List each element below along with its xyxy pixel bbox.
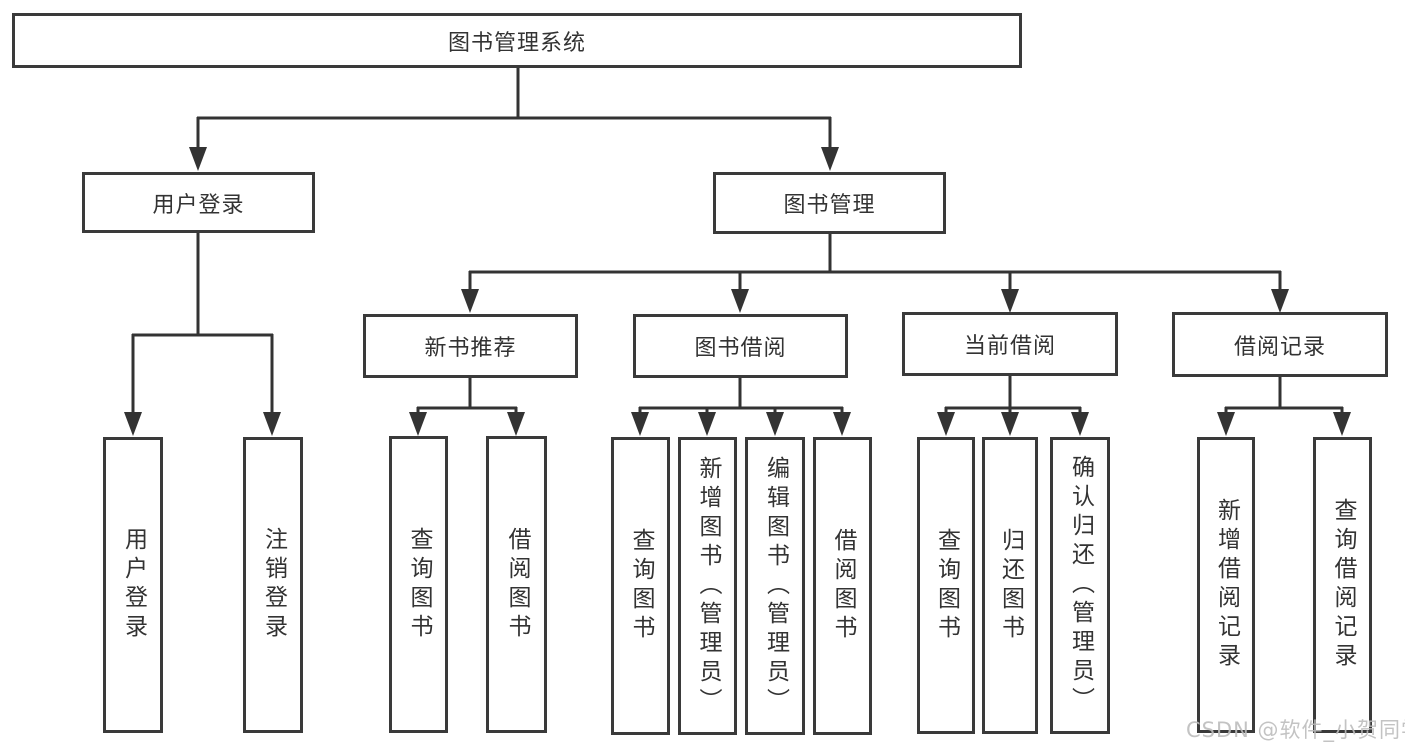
node-leaf-query-book-2: 查询图书 — [611, 437, 670, 735]
node-leaf-logout: 注销登录 — [243, 437, 303, 733]
node-book-management: 图书管理 — [713, 172, 946, 234]
leaf-label: 新增图书（管理员） — [695, 455, 721, 717]
leaf-label: 查询借阅记录 — [1330, 498, 1356, 672]
node-current-borrow: 当前借阅 — [902, 312, 1118, 376]
node-borrow-records: 借阅记录 — [1172, 312, 1388, 377]
node-leaf-add-borrow-record: 新增借阅记录 — [1197, 437, 1255, 733]
leaf-label: 查询图书 — [933, 527, 960, 644]
node-leaf-edit-book-admin: 编辑图书（管理员） — [745, 437, 805, 735]
node-leaf-query-book-1: 查询图书 — [389, 436, 448, 733]
node-root: 图书管理系统 — [12, 13, 1022, 68]
node-leaf-query-borrow-record: 查询借阅记录 — [1313, 437, 1372, 733]
node-leaf-borrow-book-1: 借阅图书 — [486, 436, 547, 733]
leaf-label: 查询图书 — [628, 528, 654, 644]
leaf-label: 编辑图书（管理员） — [762, 455, 789, 717]
arrowhead-icons — [124, 147, 1351, 436]
node-leaf-user-login: 用户登录 — [103, 437, 163, 733]
node-leaf-confirm-return-admin: 确认归还（管理员） — [1050, 437, 1110, 734]
node-leaf-return-book: 归还图书 — [982, 437, 1038, 734]
node-new-book-recommend: 新书推荐 — [363, 314, 578, 378]
node-user-login: 用户登录 — [82, 172, 315, 233]
node-leaf-query-book-3: 查询图书 — [917, 437, 975, 734]
node-book-borrow: 图书借阅 — [633, 314, 848, 378]
leaf-label: 借阅图书 — [504, 526, 530, 643]
leaf-label: 归还图书 — [997, 527, 1024, 644]
node-leaf-add-book-admin: 新增图书（管理员） — [678, 437, 737, 735]
leaf-label: 借阅图书 — [830, 528, 856, 644]
leaf-label: 用户登录 — [120, 527, 147, 643]
leaf-label: 新增借阅记录 — [1213, 498, 1240, 672]
leaf-label: 查询图书 — [406, 526, 432, 643]
leaf-label: 注销登录 — [260, 527, 287, 643]
node-leaf-borrow-book-2: 借阅图书 — [813, 437, 872, 735]
leaf-label: 确认归还（管理员） — [1067, 455, 1094, 716]
watermark: CSDN @软件_小贺同学 — [1186, 718, 1405, 742]
